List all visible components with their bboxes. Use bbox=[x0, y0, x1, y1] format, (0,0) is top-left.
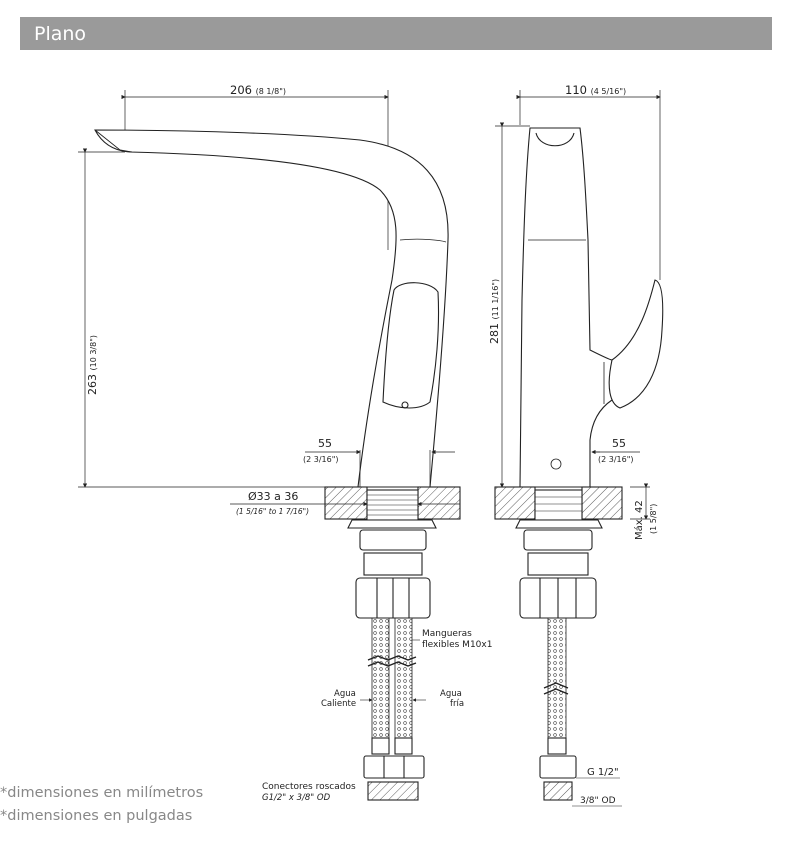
cold-water-label-line1: Agua bbox=[440, 689, 462, 699]
side-view bbox=[78, 90, 461, 801]
front-offset-value: 55 bbox=[612, 437, 626, 450]
svg-text:206 (8 1/8"): 206 (8 1/8") bbox=[230, 83, 286, 97]
svg-text:281 (11 1/16"): 281 (11 1/16") bbox=[488, 279, 501, 344]
front-width-value: 110 bbox=[565, 83, 587, 97]
footnote-inches: *dimensiones en pulgadas bbox=[0, 808, 193, 824]
max-depth-value: Máx. 42 bbox=[633, 500, 645, 540]
connectors-label-line2: G1/2" x 3/8" OD bbox=[262, 793, 331, 803]
front-view bbox=[494, 90, 664, 807]
side-width-value: 206 bbox=[230, 83, 252, 97]
hoses-label-line1: Mangueras bbox=[422, 629, 472, 639]
side-height-value: 263 bbox=[86, 374, 99, 395]
max-depth-inches: (1 5/8") bbox=[649, 504, 658, 534]
side-offset-inches: (2 3/16") bbox=[303, 455, 339, 464]
connectors-label-line1: Conectores roscados bbox=[262, 782, 356, 792]
footnote-millimeters: *dimensiones en milímetros bbox=[0, 785, 204, 801]
front-width-inches: (4 5/16") bbox=[591, 87, 627, 96]
front-offset-inches: (2 3/16") bbox=[598, 455, 634, 464]
svg-text:110 (4 5/16"): 110 (4 5/16") bbox=[565, 83, 626, 97]
hot-water-label-line2: Caliente bbox=[321, 699, 356, 709]
side-view-labels: 206 (8 1/8") 263 (10 3/8") 55 (2 3/16") … bbox=[86, 83, 492, 803]
side-offset-value: 55 bbox=[318, 437, 332, 450]
section-header: Plano bbox=[20, 17, 772, 50]
hoses-label-line2: flexibles M10x1 bbox=[422, 640, 492, 650]
svg-text:263 (10 3/8"): 263 (10 3/8") bbox=[86, 335, 99, 395]
thread-label: G 1/2" bbox=[587, 767, 619, 778]
front-view-labels: 110 (4 5/16") 281 (11 1/16") 55 (2 3/16"… bbox=[488, 83, 658, 806]
side-height-inches: (10 3/8") bbox=[89, 335, 98, 371]
hot-water-label-line1: Agua bbox=[334, 689, 356, 699]
hole-diameter-value: Ø33 a 36 bbox=[248, 490, 298, 503]
cold-water-label-line2: fría bbox=[450, 699, 464, 709]
od-label: 3/8" OD bbox=[580, 796, 616, 806]
side-width-inches: (8 1/8") bbox=[256, 87, 286, 96]
front-height-value: 281 bbox=[488, 323, 501, 344]
front-height-inches: (11 1/16") bbox=[491, 279, 500, 320]
hole-diameter-inches: (1 5/16" to 1 7/16") bbox=[236, 507, 309, 516]
section-title: Plano bbox=[34, 23, 87, 45]
